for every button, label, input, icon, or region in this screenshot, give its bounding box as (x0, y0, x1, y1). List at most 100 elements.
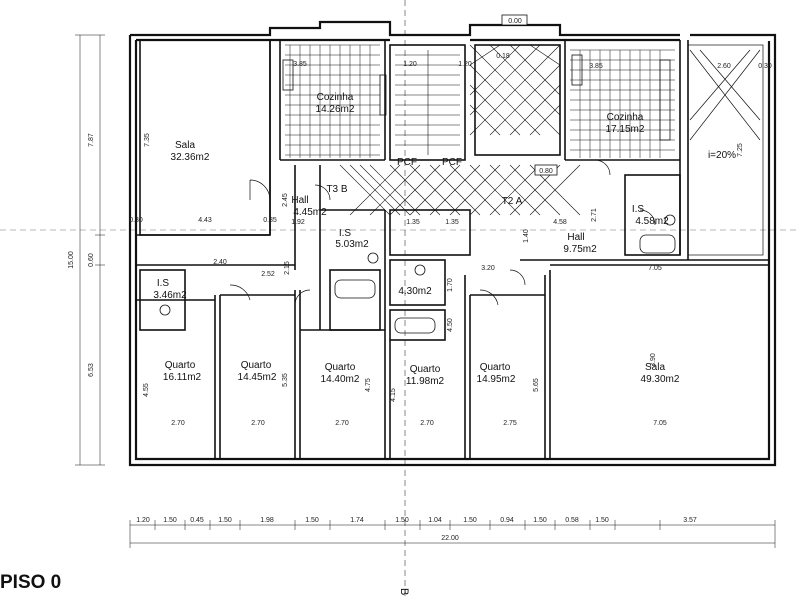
stair-mark: 0.18 (496, 53, 510, 60)
dim-text: 4.15 (390, 388, 397, 402)
dim-text: 3.90 (650, 353, 657, 367)
dim-text: 1.74 (350, 517, 364, 524)
room-labels: Sala 32.36m2 Cozinha 14.26m2 Cozinha 17.… (153, 92, 680, 387)
unit-tags: T3 B T2 A PCF PCF (326, 157, 522, 207)
room-area: 16.11m2 (163, 372, 202, 383)
dim-text: 3.20 (481, 265, 495, 272)
dim-text: 2.75 (503, 420, 517, 427)
dim-text: 2.52 (261, 271, 275, 278)
room-area: 14.26m2 (316, 104, 355, 115)
dim-text: 2.15 (284, 261, 291, 275)
room-name: Cozinha (317, 92, 354, 103)
dim-text: 1.50 (395, 517, 409, 524)
room-area: 14.40m2 (321, 374, 360, 385)
dim-text: 1.20 (458, 61, 472, 68)
dim-text: 4.75 (365, 378, 372, 392)
dim-text: 2.45 (282, 193, 289, 207)
dim-text: 1.20 (403, 61, 417, 68)
room-area: 4.58m2 (635, 216, 669, 227)
level-marks: 0.00 0.18 0.80 i=20% (496, 14, 736, 176)
room-area: 49.30m2 (641, 374, 680, 385)
room-name: Quarto (480, 362, 511, 373)
dim-text: 0.58 (565, 517, 579, 524)
dim-text: 7.87 (88, 133, 95, 147)
dim-text: 1.40 (523, 229, 530, 243)
dim-text: 1.50 (595, 517, 609, 524)
fixtures (159, 54, 676, 334)
dim-text: 3.85 (589, 63, 603, 70)
dim-text: 3.85 (293, 61, 307, 68)
section-mark: B (398, 588, 410, 596)
door-tag: PCF (397, 157, 417, 168)
dim-text: 1.35 (445, 219, 459, 226)
dim-text: 0.45 (190, 517, 204, 524)
dim-text: 1.70 (447, 278, 454, 292)
total-dim-text: 22.00 (441, 535, 459, 542)
room-name: I.S (157, 278, 170, 289)
room-area: 17.15m2 (606, 124, 645, 135)
dim-text: 7.05 (648, 265, 662, 272)
room-name: Quarto (410, 364, 441, 375)
outer-walls (128, 20, 777, 467)
doors (229, 159, 656, 306)
kitchen-tiles-left (285, 44, 380, 158)
unit-tag: T3 B (326, 184, 347, 195)
dim-text: 1.50 (305, 517, 319, 524)
landing-diagonal-tiles (339, 44, 581, 216)
dim-text: 5.35 (282, 373, 289, 387)
left-dimension-texts: 7.87 0.60 6.53 15.00 (68, 133, 95, 377)
room-name: I.S (632, 204, 645, 215)
room-name: Cozinha (607, 112, 644, 123)
level-mark: 0.00 (508, 18, 522, 25)
dim-text: 1.50 (533, 517, 547, 524)
ramp-mark: i=20% (708, 150, 736, 161)
room-name: Quarto (241, 360, 272, 371)
dim-text: 1.98 (260, 517, 274, 524)
room-name: Quarto (165, 360, 196, 371)
inner-dimension-texts: 2.70 2.70 2.70 2.70 2.75 7.05 4.43 7.05 … (129, 61, 772, 427)
room-area: 4.30m2 (398, 286, 432, 297)
dim-text: 4.50 (447, 318, 454, 332)
dim-text: 2.40 (213, 259, 227, 266)
dim-text: 1.50 (218, 517, 232, 524)
room-area: 9.75m2 (563, 244, 597, 255)
dim-text: 4.55 (143, 383, 150, 397)
dim-text: 1.20 (136, 517, 150, 524)
room-name: Sala (175, 140, 195, 151)
room-area: 14.45m2 (238, 372, 277, 383)
dim-text: 7.05 (653, 420, 667, 427)
interior-walls (136, 39, 769, 459)
room-area: 14.95m2 (477, 374, 516, 385)
dim-text: 2.71 (591, 208, 598, 222)
dim-text: 1.50 (163, 517, 177, 524)
dim-text: 3.57 (683, 517, 697, 524)
room-area: 3.46m2 (153, 290, 187, 301)
dim-text: 0.30 (758, 63, 772, 70)
room-name: Hall (291, 195, 308, 206)
landing-mark: 0.80 (539, 168, 553, 175)
dim-text: 15.00 (68, 251, 75, 269)
ramp (687, 44, 764, 256)
dim-text: 2.70 (335, 420, 349, 427)
dim-text: 2.70 (251, 420, 265, 427)
dim-text: 6.53 (88, 363, 95, 377)
room-name: Sala (645, 362, 665, 373)
dim-text: 0.85 (263, 217, 277, 224)
bottom-dimension-texts: 1.20 1.50 0.45 1.50 1.98 1.50 1.74 1.50 … (136, 517, 697, 542)
dim-text: 1.50 (463, 517, 477, 524)
room-name: Hall (567, 232, 584, 243)
room-area: 5.03m2 (335, 239, 369, 250)
room-name: Quarto (325, 362, 356, 373)
dim-text: 4.43 (198, 217, 212, 224)
stair-treads (395, 50, 460, 155)
unit-tag: T2 A (502, 196, 523, 207)
dim-text: 2.70 (171, 420, 185, 427)
dim-text: 7.35 (144, 133, 151, 147)
dim-text: 1.35 (406, 219, 420, 226)
dim-text: 2.60 (717, 63, 731, 70)
room-area: 11.98m2 (406, 376, 445, 387)
dim-text: 1.92 (291, 219, 305, 226)
dim-text: 0.30 (129, 217, 143, 224)
dim-text: 7.25 (737, 143, 744, 157)
